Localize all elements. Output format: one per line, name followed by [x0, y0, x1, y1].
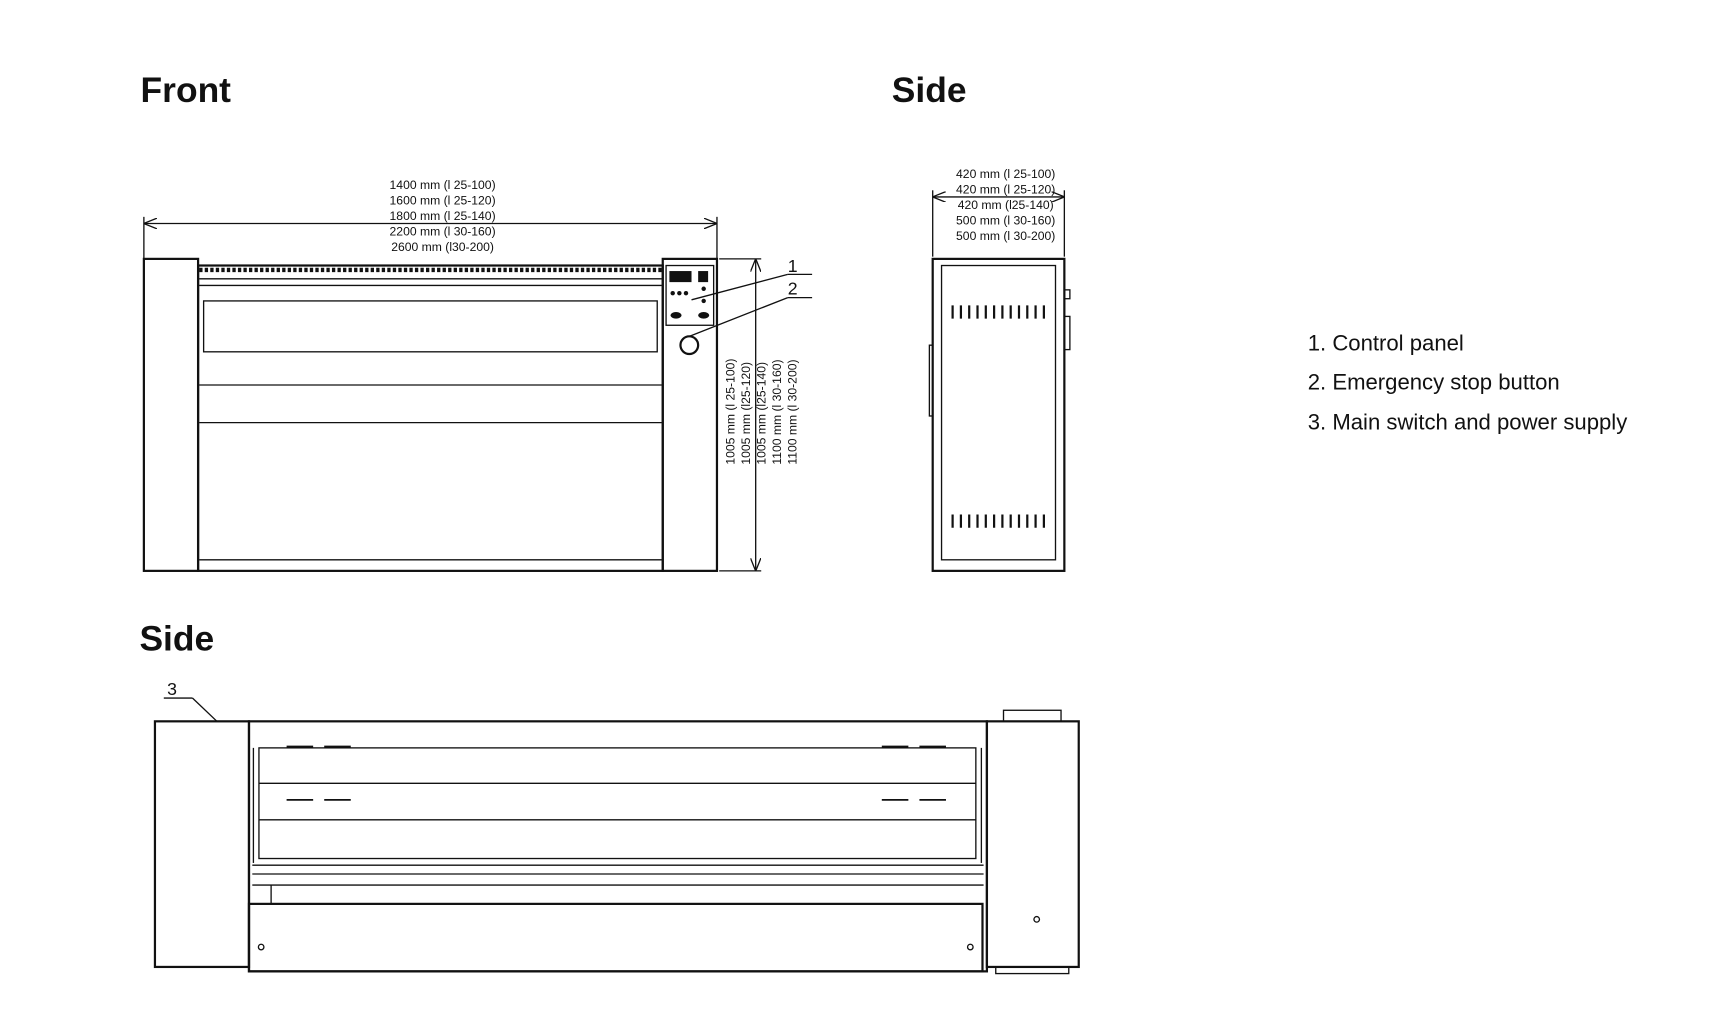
width-dim: 2600 mm (l30-200)	[391, 240, 494, 254]
legend: 1. Control panel 2. Emergency stop butto…	[1308, 331, 1628, 435]
depth-dim: 420 mm (l25-140)	[958, 198, 1054, 212]
width-dim: 1400 mm (l 25-100)	[390, 178, 496, 192]
side-view-bottom: 3	[153, 679, 1080, 975]
front-view: 1400 mm (l 25-100) 1600 mm (l 25-120) 18…	[142, 178, 813, 572]
heading-side-top: Side	[892, 70, 967, 110]
callout-3: 3	[167, 679, 177, 699]
width-dimension-labels: 1400 mm (l 25-100) 1600 mm (l 25-120) 18…	[390, 178, 496, 254]
legend-item: 1. Control panel	[1308, 331, 1464, 356]
height-dim: 1100 mm (l 30-160)	[770, 359, 784, 464]
depth-dim: 420 mm (l 25-100)	[956, 167, 1055, 181]
height-dim: 1005 mm (l25-140)	[755, 362, 769, 465]
callout-2: 2	[788, 278, 798, 298]
side-view-top: 420 mm (l 25-100) 420 mm (l 25-120) 420 …	[928, 167, 1071, 572]
control-panel	[665, 264, 715, 326]
height-dim: 1100 mm (l 30-200)	[786, 359, 800, 464]
width-dim: 1800 mm (l 25-140)	[390, 209, 496, 223]
callout-1: 1	[788, 256, 798, 276]
depth-dim: 500 mm (l 30-160)	[956, 214, 1055, 228]
width-dim: 2200 mm (l 30-160)	[390, 225, 496, 239]
legend-item: 3. Main switch and power supply	[1308, 409, 1628, 434]
height-dim: 1005 mm (l 25-100)	[724, 359, 738, 465]
depth-dim: 500 mm (l 30-200)	[956, 229, 1055, 243]
heading-side-bottom: Side	[139, 619, 214, 659]
emergency-stop-button-drawing	[679, 335, 700, 356]
depth-dim: 420 mm (l 25-120)	[956, 183, 1055, 197]
heading-front: Front	[141, 70, 232, 110]
height-dimension-labels: 1005 mm (l 25-100) 1005 mm (l25-120) 100…	[724, 359, 800, 465]
height-dim: 1005 mm (l25-120)	[739, 362, 753, 465]
width-dim: 1600 mm (l 25-120)	[390, 194, 496, 208]
legend-item: 2. Emergency stop button	[1308, 369, 1560, 394]
